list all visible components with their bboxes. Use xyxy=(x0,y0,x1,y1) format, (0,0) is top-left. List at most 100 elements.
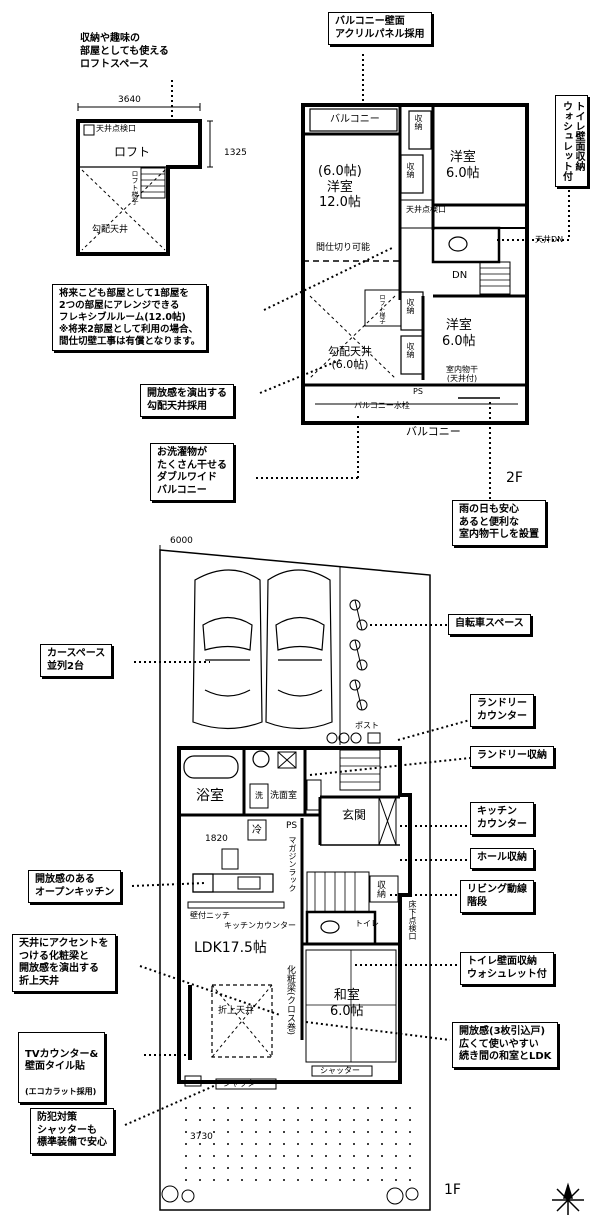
floor2-label: 2F xyxy=(506,470,523,486)
hatch-label-2f: 天井点検口 xyxy=(406,205,446,214)
open-ceiling-note: 開放感を演出する 勾配天井採用 xyxy=(140,384,234,417)
balcony-wall-note: バルコニー壁面 アクリルパネル採用 xyxy=(328,12,432,45)
bathtub xyxy=(183,755,239,779)
floor1-width-dim: 6000 xyxy=(170,536,193,546)
fridge-label: 冷 xyxy=(252,825,262,836)
loft-ceiling-label: 勾配天井 xyxy=(92,225,129,235)
balcony-top-box xyxy=(309,108,398,132)
balcony-top-label: バルコニー xyxy=(330,114,380,125)
tv-counter-note-main: TVカウンター& 壁面タイル貼 xyxy=(25,1048,99,1073)
shutter-box-2 xyxy=(311,1065,373,1077)
storage-label-2: 収納 xyxy=(406,162,415,178)
toilet-room-2f xyxy=(431,226,501,264)
loft-plan xyxy=(76,103,213,256)
storage-label-3: 収納 xyxy=(406,298,415,314)
loft-ladder xyxy=(140,167,166,199)
toilet-storage-note-1f: トイレ壁面収納 ウォシュレット付 xyxy=(460,952,554,985)
kitchen-counter-label: キッチンカウンター xyxy=(224,921,296,930)
ceiling-accent-note: 天井にアクセントを つける化粧梁と 開放感を演出する 折上天井 xyxy=(12,934,116,992)
folded-ceiling-label: 折上天井 xyxy=(218,1006,255,1016)
western-room-6b-label: 洋室 6.0帖 xyxy=(442,318,476,349)
wa-room-note: 開放感(3枚引込戸) 広くて使いやすい 続き間の和室とLDK xyxy=(452,1022,559,1068)
washroom-label: 洗面室 xyxy=(270,791,298,801)
loft-hatch-label: 天井点検口 xyxy=(96,124,136,133)
tv-counter-note: TVカウンター& 壁面タイル貼 (エコカラット採用) xyxy=(18,1032,106,1103)
loft-height-dim: 1325 xyxy=(224,148,247,158)
tree-1 xyxy=(161,1185,179,1203)
car-2 xyxy=(265,569,333,730)
loft-ladder-label: ロフト梯子 xyxy=(131,170,139,205)
toilet-bowl-2f xyxy=(448,236,468,252)
ldk-label: LDK17.5帖 xyxy=(194,940,267,956)
tree-2 xyxy=(386,1187,404,1205)
laundry-storage-note: ランドリー収納 xyxy=(470,746,554,767)
fridge-box xyxy=(247,819,267,841)
loft-hatch-box xyxy=(83,124,95,136)
loft-note: 収納や趣味の 部屋としても使える ロフトスペース xyxy=(80,33,169,70)
niche-label: 壁付ニッチ xyxy=(190,911,230,920)
planter xyxy=(326,732,338,744)
kitchen-counter-unit xyxy=(192,873,274,893)
storage-box-1 xyxy=(408,110,432,150)
wa-room-label: 和室 6.0帖 xyxy=(330,988,364,1019)
post-label: ポスト xyxy=(355,721,379,730)
shutter-note: 防犯対策 シャッターも 標準装備で安心 xyxy=(30,1108,114,1154)
under-floor-label: 床下点検口 xyxy=(408,900,417,940)
toilet-storage-note-2f: トイレ壁面収納 ウォシュレット付 xyxy=(555,95,588,187)
floor2-plan xyxy=(301,103,529,425)
toilet-label-1f: トイレ xyxy=(355,919,379,928)
sink xyxy=(237,876,261,890)
niche-counter xyxy=(187,901,285,909)
dim-1820-label: 1820 xyxy=(205,834,228,844)
stairs-2f xyxy=(479,261,511,295)
beam-label: 化粧梁(クロス巻) xyxy=(285,965,295,1036)
floor1-plan xyxy=(159,549,431,1211)
double-balcony-note: お洗濯物が たくさん干せる ダブルワイド バルコニー xyxy=(150,443,234,501)
hall-storage-note: ホール収納 xyxy=(470,848,534,869)
shutter-box-1 xyxy=(215,1078,277,1090)
wash-machine xyxy=(252,750,270,768)
storage-box-2 xyxy=(400,154,424,194)
kitchen-counter-note: キッチン カウンター xyxy=(470,802,534,835)
shutter-label-2: シャッター xyxy=(320,1066,360,1075)
ps-label-2f: PS xyxy=(413,387,423,396)
tv-counter-note-sub: (エコカラット採用) xyxy=(25,1087,97,1096)
loft-ladder-label-2f: ロフト梯子 xyxy=(378,294,385,324)
indoor-dry-note: 雨の日も安心 あると便利な 室内物干しを設置 xyxy=(452,500,546,546)
western-room-12-label: (6.0帖) 洋室 12.0帖 xyxy=(318,164,362,211)
floor2-outline xyxy=(301,103,529,425)
north-arrow-icon xyxy=(552,1182,584,1215)
wash-label: 洗 xyxy=(255,791,263,800)
western-room-6-label: 洋室 6.0帖 xyxy=(446,150,480,181)
floor1-bottom-dim: 3730 xyxy=(190,1132,213,1142)
storage-label-4: 収納 xyxy=(406,342,415,358)
ceiling-6-label: 勾配天井 (6.0帖) xyxy=(328,345,372,372)
loft-width-dim: 3640 xyxy=(118,95,141,105)
loft-room-label: ロフト xyxy=(114,145,151,159)
toilet-bowl-1f xyxy=(320,920,340,934)
garden-gravel xyxy=(185,1100,420,1182)
dn-label: DN xyxy=(452,270,468,281)
car-space-note: カースペース 並列2台 xyxy=(40,644,113,677)
laundry-shelf xyxy=(249,783,269,809)
floor1-label: 1F xyxy=(444,1182,461,1198)
shoe-storage xyxy=(378,796,397,846)
entrance-label: 玄関 xyxy=(342,808,367,822)
ps-label-1f: PS xyxy=(286,821,298,831)
partition-label: 間仕切り可能 xyxy=(316,243,371,253)
car-1 xyxy=(192,569,263,730)
shutter-label-1: シャッター xyxy=(223,1079,263,1088)
ladder-2f xyxy=(364,289,402,327)
bicycles xyxy=(349,599,368,711)
flexible-room-note: 将来こども部屋として1部屋を 2つの部屋にアレンジできる フレキシブルルーム(1… xyxy=(52,284,208,352)
folded-ceiling-box xyxy=(211,984,273,1058)
post-box xyxy=(367,732,381,744)
laundry-counter-note: ランドリー カウンター xyxy=(470,694,534,727)
balcony-bottom-label: バルコニー xyxy=(406,425,461,438)
storage-label-1: 収納 xyxy=(414,114,423,130)
open-kitchen-note: 開放感のある オープンキッチン xyxy=(28,870,122,903)
indoor-dry-label: 室内物干 (天井付) xyxy=(446,365,478,383)
living-stairs-note: リビング動線 階段 xyxy=(460,880,534,913)
toilet-dn-label: 天井DN xyxy=(535,235,564,244)
